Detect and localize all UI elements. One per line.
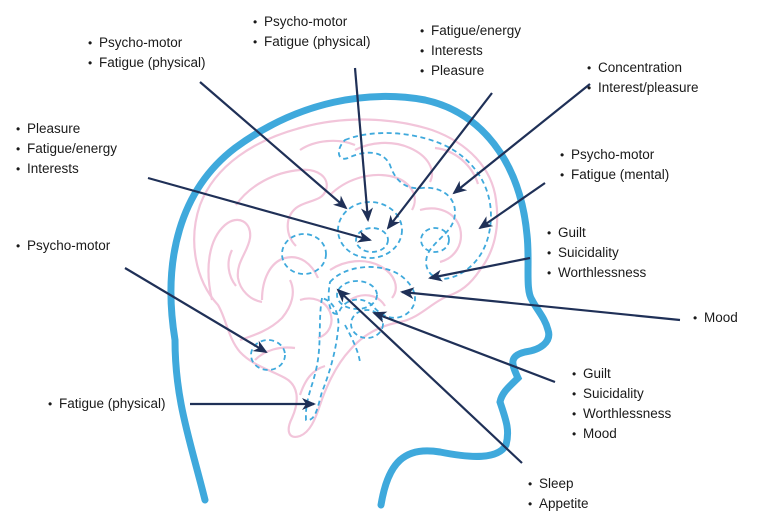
label-item: Fatigue (mental) — [560, 165, 669, 185]
label-item: Psycho-motor — [253, 12, 371, 32]
region-brainstem — [305, 296, 340, 421]
label-item: Concentration — [587, 58, 699, 78]
label-item: Sleep — [528, 474, 589, 494]
arrows — [124, 67, 681, 464]
arrow-g1 — [199, 81, 348, 210]
label-group-10: Guilt Suicidality Worthlessness Mood — [572, 364, 671, 444]
label-item: Fatigue (physical) — [253, 32, 371, 52]
label-item: Appetite — [528, 494, 589, 514]
label-group-12: Sleep Appetite — [528, 474, 589, 514]
region-cingulate — [337, 201, 403, 259]
label-item: Fatigue (physical) — [88, 53, 206, 73]
brain-outline — [193, 118, 499, 438]
arrow-g10 — [372, 311, 556, 384]
label-item: Mood — [572, 424, 671, 444]
brain-regions — [250, 132, 492, 421]
label-item: Psycho-motor — [560, 145, 669, 165]
label-group-4: Concentration Interest/pleasure — [587, 58, 699, 98]
label-group-2: Psycho-motor Fatigue (physical) — [253, 12, 371, 52]
label-item: Worthlessness — [547, 263, 646, 283]
region-hypothalamus — [350, 309, 384, 339]
label-group-8: Psycho-motor — [16, 236, 110, 256]
region-thalamus — [281, 233, 327, 275]
head-outline — [167, 93, 553, 509]
arrow-g5 — [147, 176, 372, 243]
label-item: Pleasure — [420, 61, 521, 81]
label-group-9: Mood — [693, 308, 738, 328]
region-cerebellum — [250, 339, 286, 371]
label-group-3: Fatigue/energy Interests Pleasure — [420, 21, 521, 81]
arrow-g7 — [428, 256, 531, 282]
region-limbic — [327, 266, 416, 319]
arrow-g2 — [353, 67, 373, 222]
region-striatum — [355, 227, 389, 253]
arrow-g9 — [400, 287, 681, 322]
label-item: Psycho-motor — [16, 236, 110, 256]
label-item: Pleasure — [16, 119, 117, 139]
label-item: Suicidality — [547, 243, 646, 263]
label-item: Psycho-motor — [88, 33, 206, 53]
label-group-5: Pleasure Fatigue/energy Interests — [16, 119, 117, 179]
label-group-6: Psycho-motor Fatigue (mental) — [560, 145, 669, 185]
arrow-g6 — [478, 182, 546, 230]
region-hippocampus — [344, 324, 361, 363]
label-item: Mood — [693, 308, 738, 328]
label-item: Fatigue/energy — [16, 139, 117, 159]
region-insula — [420, 227, 450, 253]
label-item: Guilt — [572, 364, 671, 384]
label-group-1: Psycho-motor Fatigue (physical) — [88, 33, 206, 73]
label-item: Interests — [16, 159, 117, 179]
label-item: Worthlessness — [572, 404, 671, 424]
label-group-11: Fatigue (physical) — [48, 394, 166, 414]
label-item: Suicidality — [572, 384, 671, 404]
label-item: Interests — [420, 41, 521, 61]
arrow-g8 — [124, 267, 268, 354]
label-item: Fatigue (physical) — [48, 394, 166, 414]
region-prefrontal — [338, 132, 492, 280]
label-item: Guilt — [547, 223, 646, 243]
arrow-g3 — [386, 92, 493, 230]
label-item: Fatigue/energy — [420, 21, 521, 41]
arrow-g4 — [452, 83, 591, 195]
arrow-g12 — [336, 288, 523, 464]
label-item: Interest/pleasure — [587, 78, 699, 98]
label-group-7: Guilt Suicidality Worthlessness — [547, 223, 646, 283]
